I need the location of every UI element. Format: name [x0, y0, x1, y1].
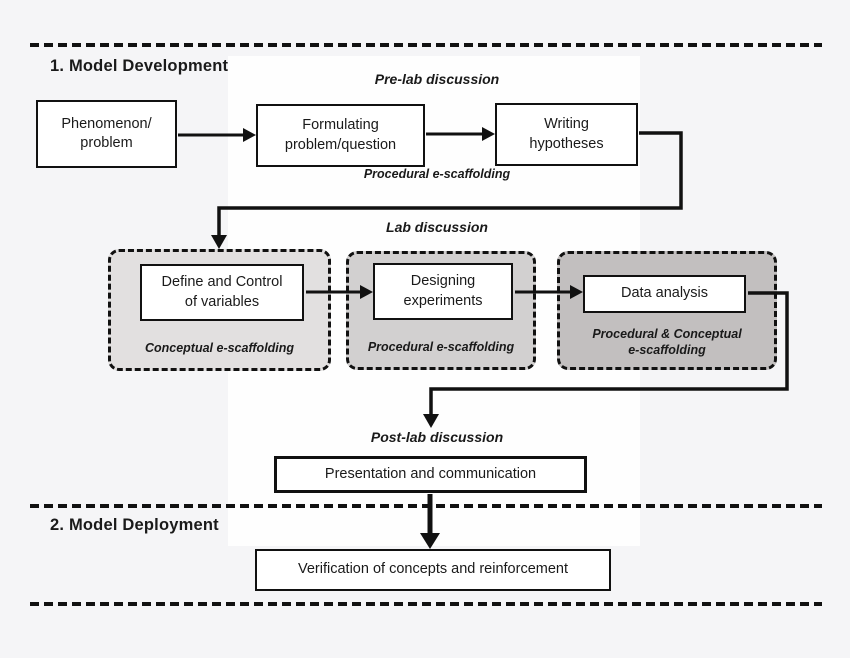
step-box-designing-experiments: Designing experiments: [373, 263, 513, 320]
step-box-verification-reinforcement: Verification of concepts and reinforceme…: [255, 549, 611, 591]
section-divider-top: [30, 43, 822, 47]
step-box-data-analysis: Data analysis: [583, 275, 746, 313]
section-divider-bottom: [30, 602, 822, 606]
scaffolding-label-prelab-procedural: Procedural e-scaffolding: [363, 167, 511, 181]
step-text-line: Writing: [544, 116, 589, 133]
step-box-formulating-problem-question: Formulating problem/question: [256, 104, 425, 167]
phase-label-prelab: Pre-lab discussion: [374, 71, 500, 87]
scaffolding-label-procedural: Procedural e-scaffolding: [367, 339, 515, 354]
step-box-phenomenon-problem: Phenomenon/ problem: [36, 100, 177, 168]
scaffolding-text-line: e-scaffolding: [628, 342, 706, 357]
scaffolding-label-conceptual: Conceptual e-scaffolding: [144, 340, 295, 355]
step-text-line: problem/question: [284, 136, 397, 153]
section-title-model-development: 1. Model Development: [50, 57, 229, 75]
phase-label-lab: Lab discussion: [386, 219, 488, 235]
step-box-define-control-variables: Define and Control of variables: [140, 264, 304, 321]
step-text-line: Phenomenon/: [61, 115, 152, 132]
step-text-line: Data analysis: [620, 285, 709, 302]
section-title-model-deployment: 2. Model Deployment: [50, 516, 219, 534]
step-text-line: Designing: [410, 273, 476, 290]
step-box-presentation-communication: Presentation and communication: [274, 456, 587, 493]
arrowhead-icon: [211, 235, 227, 249]
step-text-line: Formulating: [302, 117, 379, 134]
step-text-line: problem: [80, 135, 133, 151]
step-text-line: experiments: [403, 292, 483, 309]
step-text-line: Presentation and communication: [324, 465, 537, 482]
step-box-writing-hypotheses: Writing hypotheses: [495, 103, 638, 166]
phase-label-postlab: Post-lab discussion: [370, 429, 504, 445]
step-text-line: of variables: [184, 293, 260, 310]
scaffolding-label-procedural-conceptual: Procedural & Conceptual e-scaffolding: [560, 326, 774, 359]
step-text-line: hypotheses: [529, 135, 604, 152]
scaffolding-text-line: Procedural & Conceptual: [592, 326, 742, 341]
step-text-line: Define and Control: [161, 274, 283, 291]
step-text-line: Verification of concepts and reinforceme…: [297, 561, 568, 578]
section-divider-middle: [30, 504, 822, 508]
